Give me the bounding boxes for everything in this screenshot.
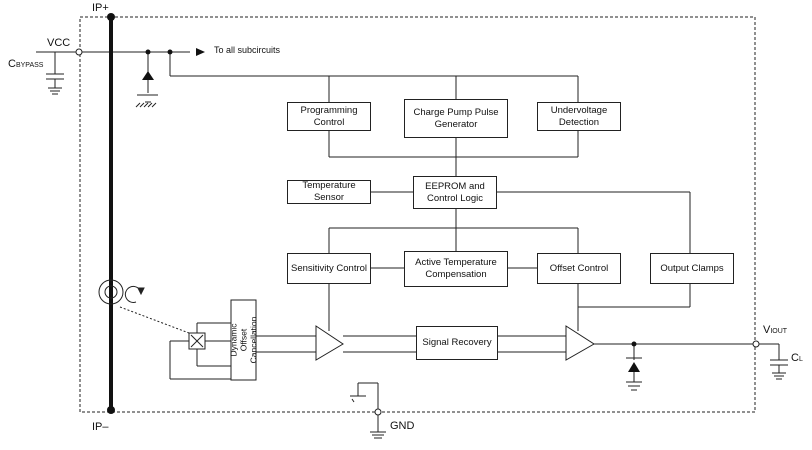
subcircuits-arrow [196,48,205,56]
vcc-zener-triangle [142,71,154,80]
undervoltage-block: Undervoltage Detection [537,102,621,131]
charge-pump-block: Charge Pump Pulse Generator [404,99,508,138]
cl-main: C [791,352,799,364]
dynamic-offset-label-wrap: Dynamic Offset Cancellation [228,300,259,380]
viout-main: V [763,324,771,336]
ip-minus-label: IP– [92,421,109,433]
c-bypass-sub: BYPASS [15,62,44,69]
programming-control-block: Programming Control [287,102,371,131]
output-clamps-block: Output Clamps [650,253,734,284]
output-zener-triangle [628,362,640,372]
package-boundary [79,16,756,413]
temperature-sensor-block: Temperature Sensor [287,180,371,204]
c-bypass-main: C [8,58,16,70]
vcc-label: VCC [47,37,71,49]
signal-recovery-block: Signal Recovery [416,326,498,360]
active-temp-compensation-block: Active Temperature Compensation [404,251,508,287]
viout-sub: IOUT [770,328,788,335]
viout-label: VIOUT [763,324,787,336]
cl-sub: L [798,356,803,363]
to-all-subcircuits-label: To all subcircuits [214,45,281,55]
dynamic-offset-box [230,299,257,381]
eeprom-block: EEPROM and Control Logic [413,176,497,209]
offset-control-block: Offset Control [537,253,621,284]
magnetic-field-icon [98,279,145,305]
cl-label: CL [791,352,803,364]
amplifier-1 [315,325,344,361]
dynamic-offset-label: Dynamic Offset Cancellation [228,316,259,364]
sensitivity-control-block: Sensitivity Control [287,253,371,284]
ip-plus-label: IP+ [92,2,109,14]
c-bypass-label: CBYPASS [8,58,43,70]
gnd-label: GND [390,420,415,432]
amplifier-2 [565,325,595,361]
